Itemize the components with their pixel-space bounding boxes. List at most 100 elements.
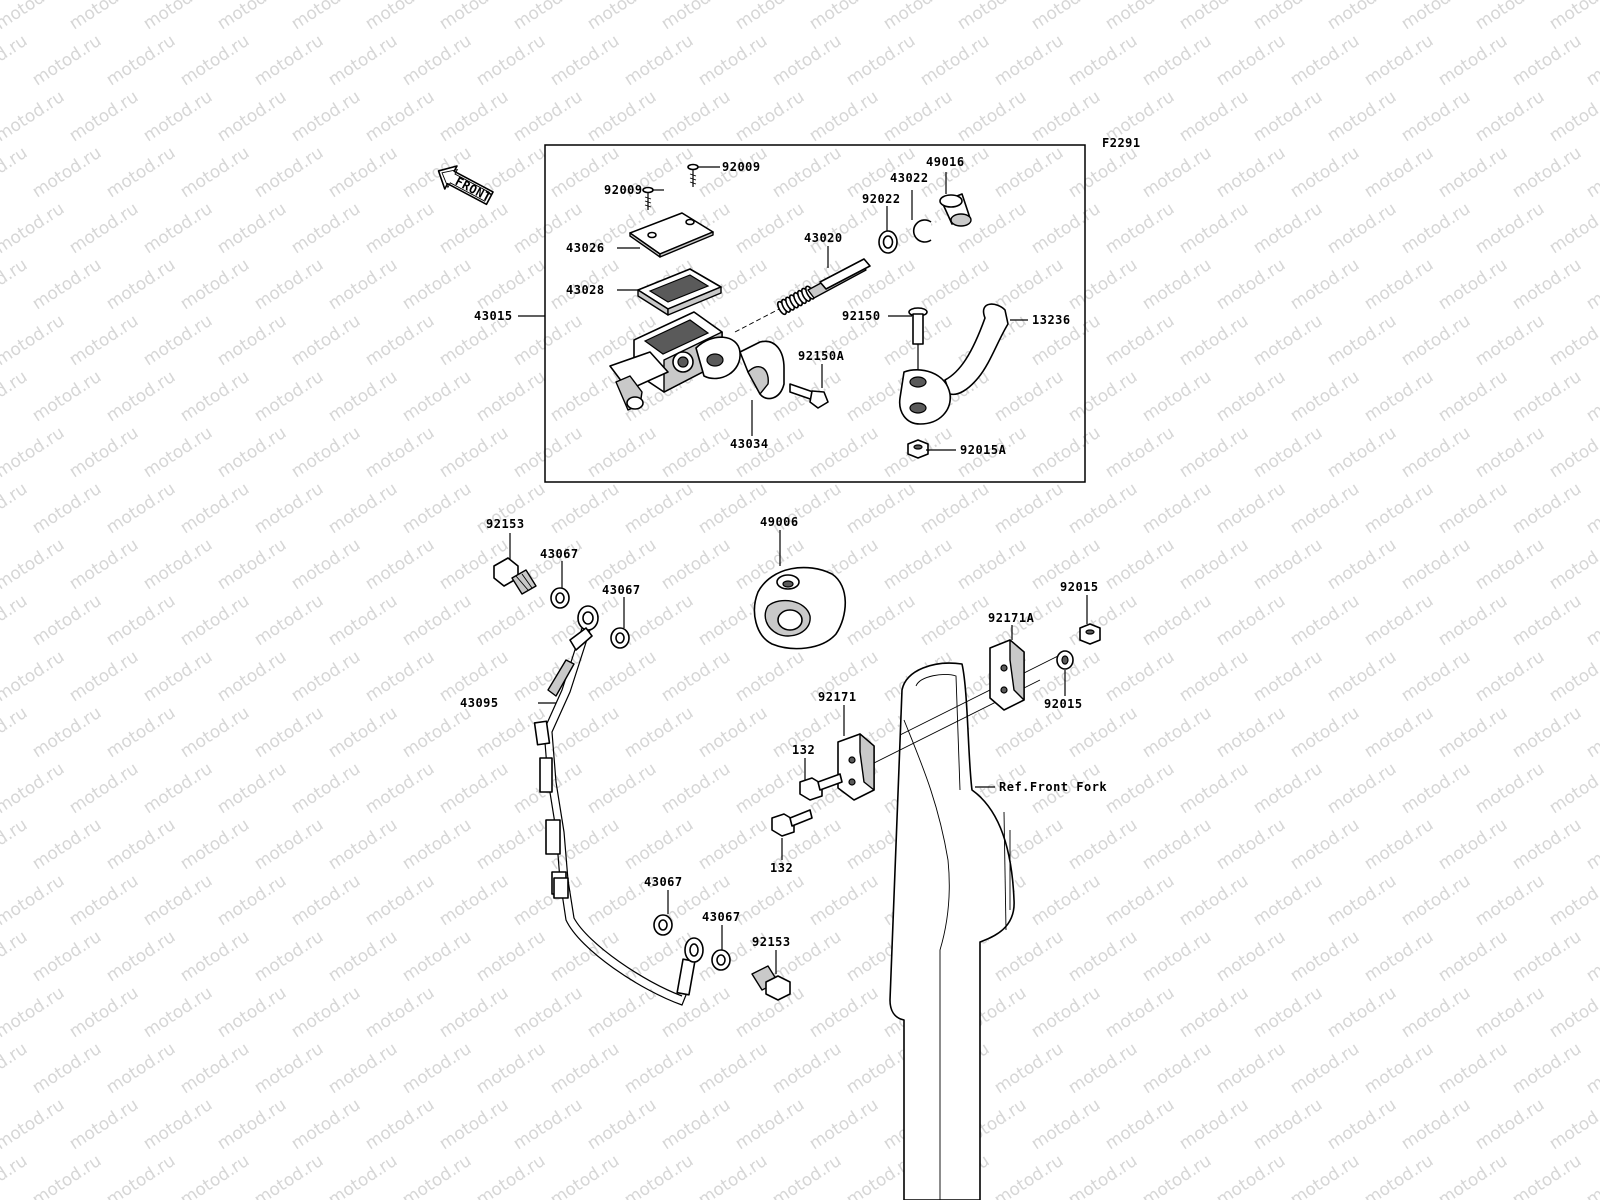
watermark-text: motod.ru bbox=[251, 479, 327, 538]
watermark-text: motod.ru bbox=[1139, 367, 1215, 426]
watermark-text: motod.ru bbox=[732, 423, 808, 482]
watermark-text: motod.ru bbox=[584, 983, 660, 1042]
watermark-text: motod.ru bbox=[362, 1095, 438, 1154]
watermark-text: motod.ru bbox=[0, 1039, 31, 1098]
watermark-text: motod.ru bbox=[1176, 311, 1252, 370]
watermark-text: motod.ru bbox=[436, 0, 512, 34]
bolt-132-upper bbox=[799, 773, 843, 801]
watermark-text: motod.ru bbox=[362, 647, 438, 706]
watermark-text: motod.ru bbox=[29, 815, 105, 874]
watermark-text: motod.ru bbox=[1139, 1151, 1215, 1200]
watermark-text: motod.ru bbox=[1324, 199, 1400, 258]
watermark-text: motod.ru bbox=[436, 983, 512, 1042]
label-92015-bottom: 92015 bbox=[1044, 697, 1083, 711]
watermark-text: motod.ru bbox=[1361, 1039, 1437, 1098]
watermark-text: motod.ru bbox=[1102, 199, 1178, 258]
watermark-text: motod.ru bbox=[66, 199, 142, 258]
watermark-text: motod.ru bbox=[1398, 311, 1474, 370]
watermark-text: motod.ru bbox=[547, 703, 623, 762]
washer-43067-a bbox=[550, 587, 570, 609]
watermark-text: motod.ru bbox=[1472, 87, 1548, 146]
watermark-text: motod.ru bbox=[1546, 871, 1600, 930]
watermark-text: motod.ru bbox=[584, 1095, 660, 1154]
watermark-text: motod.ru bbox=[288, 311, 364, 370]
watermark-text: motod.ru bbox=[1139, 255, 1215, 314]
watermark-text: motod.ru bbox=[1139, 31, 1215, 90]
watermark-text: motod.ru bbox=[1435, 927, 1511, 986]
watermark-text: motod.ru bbox=[1435, 367, 1511, 426]
watermark-text: motod.ru bbox=[1028, 1095, 1104, 1154]
label-43067-b: 43067 bbox=[602, 583, 641, 597]
watermark-text: motod.ru bbox=[0, 759, 68, 818]
watermark-text: motod.ru bbox=[251, 1151, 327, 1200]
watermark-text: motod.ru bbox=[140, 311, 216, 370]
watermark-text: motod.ru bbox=[1509, 143, 1585, 202]
watermark-text: motod.ru bbox=[658, 0, 734, 34]
watermark-text: motod.ru bbox=[1583, 143, 1600, 202]
watermark-text: motod.ru bbox=[103, 479, 179, 538]
figure-code: F2291 bbox=[1102, 136, 1141, 150]
watermark-text: motod.ru bbox=[103, 1151, 179, 1200]
pivot-bolt-92150 bbox=[908, 307, 928, 372]
watermark-text: motod.ru bbox=[1102, 647, 1178, 706]
watermark-text: motod.ru bbox=[1213, 703, 1289, 762]
watermark-text: motod.ru bbox=[436, 1095, 512, 1154]
watermark-text: motod.ru bbox=[177, 927, 253, 986]
watermark-text: motod.ru bbox=[1176, 0, 1252, 34]
watermark-text: motod.ru bbox=[436, 87, 512, 146]
watermark-text: motod.ru bbox=[991, 927, 1067, 986]
watermark-text: motod.ru bbox=[1509, 367, 1585, 426]
watermark-text: motod.ru bbox=[1509, 927, 1585, 986]
watermark-text: motod.ru bbox=[1139, 703, 1215, 762]
watermark-text: motod.ru bbox=[1176, 983, 1252, 1042]
watermark-text: motod.ru bbox=[1361, 815, 1437, 874]
watermark-text: motod.ru bbox=[584, 423, 660, 482]
label-43015: 43015 bbox=[474, 309, 513, 323]
watermark-text: motod.ru bbox=[1250, 983, 1326, 1042]
label-92015-top: 92015 bbox=[1060, 580, 1099, 594]
watermark-text: motod.ru bbox=[1435, 479, 1511, 538]
watermark-text: motod.ru bbox=[880, 87, 956, 146]
watermark-text: motod.ru bbox=[288, 423, 364, 482]
circlip-43022 bbox=[912, 219, 932, 243]
watermark-text: motod.ru bbox=[584, 647, 660, 706]
watermark-text: motod.ru bbox=[325, 479, 401, 538]
watermark-text: motod.ru bbox=[1213, 591, 1289, 650]
watermark-text: motod.ru bbox=[1324, 647, 1400, 706]
watermark-text: motod.ru bbox=[954, 87, 1030, 146]
watermark-text: motod.ru bbox=[177, 1151, 253, 1200]
watermark-text: motod.ru bbox=[399, 703, 475, 762]
watermark-text: motod.ru bbox=[1176, 1095, 1252, 1154]
watermark-text: motod.ru bbox=[66, 311, 142, 370]
label-132-upper: 132 bbox=[792, 743, 815, 757]
bolt-132-lower bbox=[771, 809, 813, 837]
watermark-text: motod.ru bbox=[1583, 31, 1600, 90]
watermark-text: motod.ru bbox=[917, 591, 993, 650]
watermark-text: motod.ru bbox=[214, 87, 290, 146]
watermark-text: motod.ru bbox=[66, 871, 142, 930]
watermark-text: motod.ru bbox=[1472, 311, 1548, 370]
watermark-text: motod.ru bbox=[103, 927, 179, 986]
watermark-text: motod.ru bbox=[66, 87, 142, 146]
watermark-text: motod.ru bbox=[732, 1095, 808, 1154]
screw-92009-right bbox=[687, 163, 699, 187]
watermark-text: motod.ru bbox=[695, 1039, 771, 1098]
watermark-text: motod.ru bbox=[991, 1151, 1067, 1200]
watermark-text: motod.ru bbox=[325, 31, 401, 90]
watermark-text: motod.ru bbox=[1398, 983, 1474, 1042]
watermark-text: motod.ru bbox=[214, 0, 290, 34]
watermark-text: motod.ru bbox=[325, 255, 401, 314]
watermark-text: motod.ru bbox=[1509, 255, 1585, 314]
watermark-text: motod.ru bbox=[251, 815, 327, 874]
watermark-text: motod.ru bbox=[29, 31, 105, 90]
watermark-text: motod.ru bbox=[0, 871, 68, 930]
watermark-text: motod.ru bbox=[621, 703, 697, 762]
banjo-bolt-92153-bottom bbox=[751, 965, 791, 1001]
watermark-text: motod.ru bbox=[1398, 759, 1474, 818]
watermark-text: motod.ru bbox=[0, 647, 68, 706]
watermark-text: motod.ru bbox=[1398, 871, 1474, 930]
watermark-text: motod.ru bbox=[288, 983, 364, 1042]
watermark-text: motod.ru bbox=[473, 1039, 549, 1098]
watermark-text: motod.ru bbox=[695, 815, 771, 874]
